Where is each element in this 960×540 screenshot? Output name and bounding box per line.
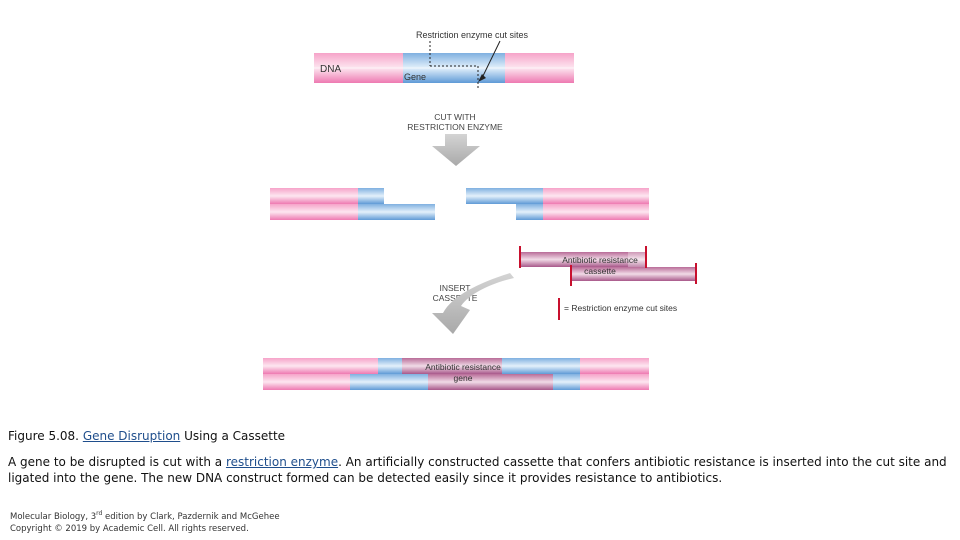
cut-sites-label: Restriction enzyme cut sites [416, 30, 529, 40]
figure-title-suffix: Using a Cassette [180, 429, 286, 443]
cut-fragment-right [466, 188, 649, 220]
curved-arrow-icon [432, 273, 514, 334]
book-citation: Molecular Biology, 3rd edition by Clark,… [10, 508, 280, 523]
dna-molecule [314, 53, 574, 83]
cut-site-arrowhead [478, 74, 486, 82]
figure-description: A gene to be disrupted is cut with a res… [8, 454, 948, 486]
citation-authors: edition by Clark, Pazdernik and McGehee [102, 511, 280, 522]
antibiotic-resistance-cassette [519, 246, 697, 286]
description-text-end: . An artificially constructed cassette t… [8, 455, 947, 485]
cut-site-legend-label: = Restriction enzyme cut sites [564, 303, 677, 313]
gene-disruption-diagram: DNA Gene Restriction enzyme cut sites CU… [263, 30, 697, 390]
cut-step-label-line1: CUT WITH [434, 112, 475, 122]
credits: Molecular Biology, 3rd edition by Clark,… [10, 508, 280, 535]
copyright-notice: Copyright © 2019 by Academic Cell. All r… [10, 523, 249, 534]
citation-text: Molecular Biology, 3 [10, 511, 97, 522]
citation-superscript: rd [96, 510, 103, 517]
dna-label: DNA [320, 64, 341, 75]
description-text-start: A gene to be disrupted is cut with a [8, 455, 226, 469]
insert-step-label-line2: CASSETTE [433, 293, 478, 303]
figure-number: Figure 5.08. [8, 429, 83, 443]
cassette-label-line1: Antibiotic resistance [562, 255, 638, 265]
cut-fragment-left [270, 188, 435, 220]
cassette-label-line2: cassette [584, 266, 616, 276]
figure-title: Figure 5.08. Gene Disruption Using a Cas… [8, 429, 285, 443]
result-label-line2: gene [454, 373, 473, 383]
insert-step-label-line1: INSERT [439, 283, 470, 293]
cut-site-indicators [429, 40, 501, 90]
down-arrow-icon [432, 134, 480, 166]
restriction-enzyme-link[interactable]: restriction enzyme [225, 455, 339, 469]
gene-label: Gene [404, 72, 426, 82]
gene-disruption-link[interactable]: Gene Disruption [82, 429, 181, 443]
cut-step-label-line2: RESTRICTION ENZYME [407, 122, 503, 132]
disrupted-gene-construct [263, 358, 649, 390]
result-label-line1: Antibiotic resistance [425, 362, 501, 372]
